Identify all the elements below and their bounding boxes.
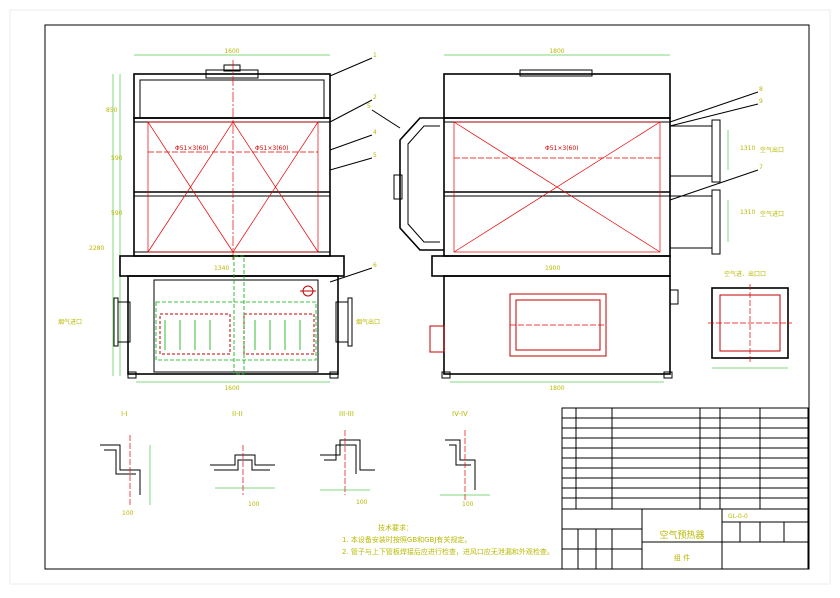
- section-label: II-II: [232, 410, 243, 418]
- leader-number: 6: [373, 262, 377, 269]
- leader-number: 8: [759, 86, 763, 93]
- title-block: 空气预热器 组 件 GL-0-0: [561, 407, 809, 570]
- svg-text:2280: 2280: [89, 245, 104, 252]
- drawing-title: 空气预热器: [659, 529, 704, 541]
- svg-text:100: 100: [356, 499, 368, 506]
- svg-text:1800: 1800: [549, 48, 564, 55]
- svg-text:100: 100: [122, 510, 134, 517]
- svg-text:1900: 1900: [545, 265, 560, 272]
- leader-number: 7: [759, 164, 763, 171]
- air-inlet-label: 空气进口: [760, 210, 784, 218]
- svg-text:590: 590: [111, 155, 123, 162]
- svg-text:100: 100: [248, 501, 260, 508]
- note-line: 2. 管子与上下管板焊接后应进行检查，进风口应无泄漏和外观检查。: [342, 547, 554, 556]
- side-view: 1800 Φ51×3(60) 空气出口 空气进口 1310 1310: [367, 48, 784, 392]
- flue-inlet-label: 烟气进口: [58, 318, 82, 326]
- svg-text:590: 590: [111, 210, 123, 217]
- leader-number: 9: [759, 98, 763, 105]
- svg-text:1600: 1600: [224, 385, 239, 392]
- section-label: III-III: [339, 410, 354, 418]
- note-line: 1. 本设备安装时按照GB和GBJ有关规定。: [342, 535, 471, 544]
- svg-text:Φ51×3(60): Φ51×3(60): [545, 145, 579, 152]
- svg-text:1310: 1310: [740, 209, 755, 216]
- leader-number: 4: [373, 129, 377, 136]
- leader-number: 5: [367, 103, 371, 110]
- section-label: IV-IV: [452, 410, 468, 418]
- technical-notes: 技术要求： 1. 本设备安装时按照GB和GBJ有关规定。 2. 管子与上下管板焊…: [342, 523, 554, 556]
- port-detail-view: 空气进、出口口: [708, 270, 792, 369]
- svg-text:1310: 1310: [740, 145, 755, 152]
- notes-heading: 技术要求：: [378, 523, 413, 532]
- section-details: I-I II-II III-III IV-IV 100 100 100 100: [100, 410, 490, 517]
- svg-text:850: 850: [106, 107, 118, 114]
- drawing-code: GL-0-0: [728, 513, 748, 520]
- flue-outlet-label: 烟气出口: [356, 318, 380, 326]
- section-label: I-I: [121, 410, 128, 418]
- air-outlet-label: 空气出口: [760, 146, 784, 154]
- drawing-subtitle: 组 件: [674, 553, 690, 562]
- svg-text:Φ51×3(60): Φ51×3(60): [255, 145, 289, 152]
- svg-text:1600: 1600: [224, 48, 239, 55]
- front-view: 1600 850 590 590 2280 Φ51×3(60) Φ51×3(60…: [58, 48, 380, 392]
- leader-number: 5: [373, 152, 377, 159]
- svg-text:1800: 1800: [549, 385, 564, 392]
- inner-frame: [44, 24, 810, 570]
- svg-text:1340: 1340: [214, 265, 229, 272]
- svg-text:100: 100: [462, 501, 474, 508]
- leader-number: 1: [373, 52, 377, 59]
- port-view-label: 空气进、出口口: [724, 270, 766, 278]
- leader-number: 2: [373, 94, 377, 101]
- svg-text:Φ51×3(60): Φ51×3(60): [175, 145, 209, 152]
